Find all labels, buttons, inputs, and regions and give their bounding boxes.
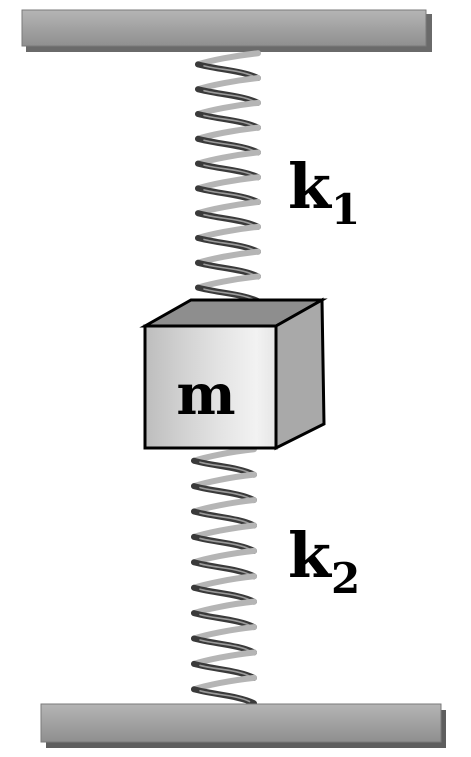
spring-coil-back <box>195 75 261 93</box>
top-spring <box>195 50 261 305</box>
spring-coil-back <box>195 149 261 167</box>
spring-coil-back <box>191 598 257 617</box>
spring-coil-highlight <box>203 213 255 226</box>
bottom-spring-symbol: k <box>288 519 333 592</box>
bottom-spring-label: k2 <box>288 519 360 603</box>
top-spring-subscript: 1 <box>331 185 360 234</box>
spring-coil-highlight <box>203 263 255 276</box>
spring-coil-back <box>191 624 257 642</box>
spring-coil-back <box>195 223 261 241</box>
spring-coil-back <box>195 199 261 217</box>
spring-coil-highlight <box>203 89 255 102</box>
spring-coil-back <box>191 674 257 693</box>
spring-coil-back <box>195 99 261 117</box>
spring-coil-back <box>195 273 261 291</box>
spring-coil-highlight <box>203 189 255 202</box>
bottom-spring <box>191 446 257 707</box>
spring-coil-highlight <box>199 690 251 703</box>
spring-coil-back <box>195 50 261 68</box>
spring-coil-highlight <box>199 537 251 550</box>
top-plate <box>21 9 432 52</box>
spring-coil-highlight <box>203 65 255 78</box>
spring-coil-highlight <box>203 238 255 251</box>
spring-coil-back <box>191 573 257 591</box>
spring-coil-back <box>195 174 261 192</box>
spring-coil-highlight <box>199 639 251 652</box>
spring-coil-highlight <box>199 563 251 576</box>
spring-coil-highlight <box>199 588 251 601</box>
spring-coil-highlight <box>199 512 251 525</box>
top-spring-label: k1 <box>288 150 360 234</box>
mass-label: m <box>176 362 235 428</box>
spring-coil-back <box>191 522 257 540</box>
bottom-plate <box>40 703 446 748</box>
top-spring-symbol: k <box>288 150 333 223</box>
spring-coil-highlight <box>199 486 251 500</box>
mass-block: m <box>139 297 328 451</box>
spring-coil-back <box>191 471 257 490</box>
spring-coil-highlight <box>199 613 251 627</box>
spring-coil-back <box>195 124 261 142</box>
spring-coil-back <box>191 547 257 566</box>
spring-coil-back <box>191 446 257 464</box>
spring-coil-highlight <box>199 461 251 474</box>
spring-coil-highlight <box>203 288 255 301</box>
spring-coil-back <box>191 649 257 667</box>
spring-coil-highlight <box>203 164 255 177</box>
spring-coil-back <box>191 497 257 515</box>
spring-coil-highlight <box>203 139 255 152</box>
bottom-spring-subscript: 2 <box>331 554 360 603</box>
spring-coil-highlight <box>199 664 251 677</box>
spring-coil-highlight <box>203 114 255 127</box>
spring-coil-back <box>195 248 261 266</box>
